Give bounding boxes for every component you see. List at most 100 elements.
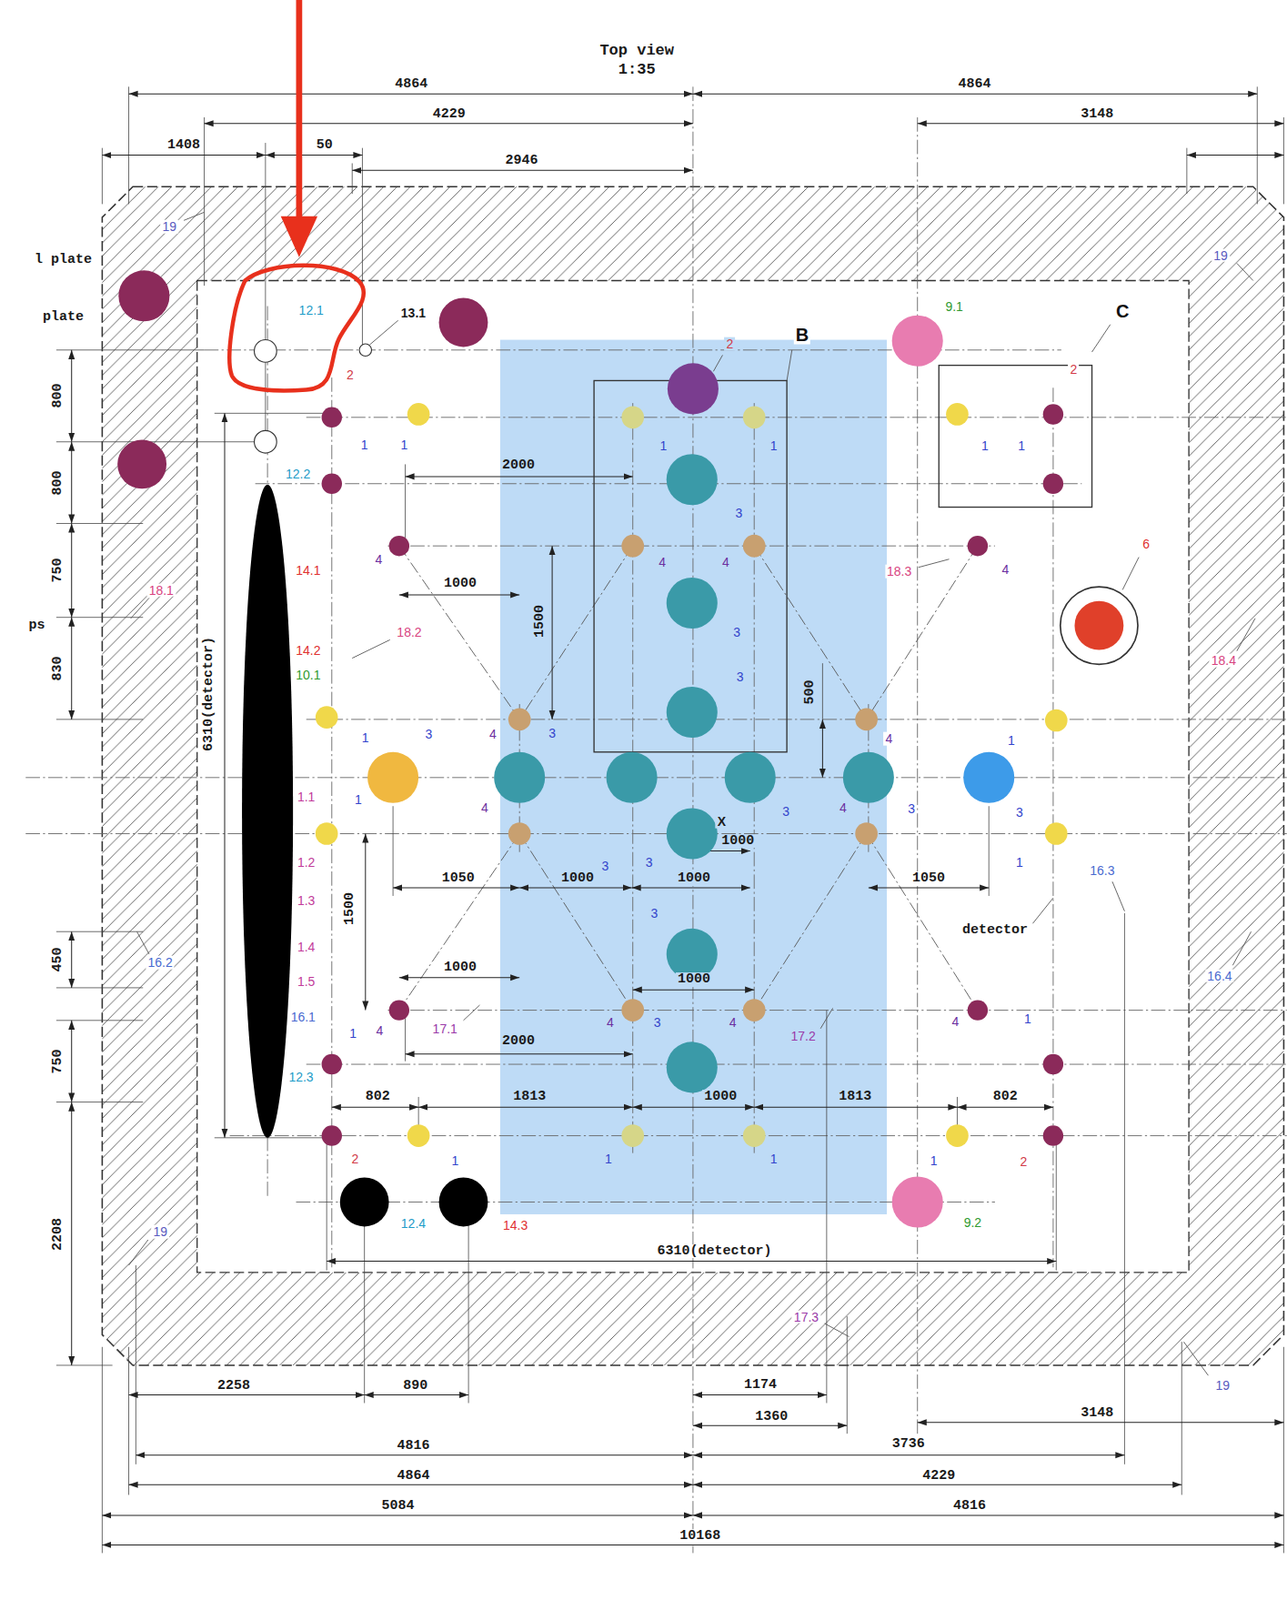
callout-number: 1.5 — [295, 975, 317, 989]
dimension-value: 2000 — [500, 1034, 537, 1049]
callout-number: 3 — [905, 801, 917, 815]
circle-group — [117, 270, 1138, 1227]
target-ring — [1060, 586, 1138, 664]
callout-number: 1 — [347, 1025, 359, 1040]
position-circle — [439, 298, 489, 348]
callout-number: 3 — [733, 506, 745, 521]
position-circle — [854, 822, 878, 845]
extension-line — [56, 1019, 143, 1021]
leader-line — [1112, 881, 1125, 912]
callout-number: 14.1 — [293, 563, 322, 578]
extension-line — [56, 349, 205, 351]
dimension-line — [351, 170, 694, 171]
callout-number: 4 — [487, 726, 499, 741]
diagonal-line — [866, 545, 978, 720]
callout-number: 4 — [999, 563, 1011, 577]
note-text: plate — [40, 310, 86, 325]
extension-line — [56, 441, 256, 443]
dimension-value: 4864 — [392, 77, 430, 92]
callout-number: 4 — [372, 553, 384, 567]
position-circle — [321, 1125, 342, 1146]
dimension-line — [956, 1106, 1053, 1108]
extension-line — [1181, 1341, 1183, 1495]
leader-line — [351, 639, 391, 658]
dimension-line — [917, 122, 1285, 124]
callout-number: 3 — [652, 1015, 664, 1030]
position-circle — [892, 315, 944, 367]
dimension-line — [364, 834, 366, 1011]
dimension-value: 4864 — [956, 77, 994, 92]
callout-number: 1 — [1014, 855, 1026, 870]
extension-line — [361, 148, 363, 352]
callout-number: 1.3 — [295, 893, 317, 907]
dimension-value: 1050 — [440, 871, 477, 886]
dimension-line — [70, 617, 72, 720]
dimension-value: 1408 — [165, 139, 202, 154]
dimension-value: 2000 — [500, 458, 537, 473]
extension-line — [56, 1364, 113, 1366]
callout-number: 16.4 — [1205, 968, 1234, 983]
position-circle — [340, 1177, 390, 1227]
leader-line — [786, 350, 793, 382]
callout-number: 17.3 — [792, 1309, 821, 1324]
leader-line — [820, 1007, 833, 1028]
callout-number: 1 — [1022, 1012, 1034, 1026]
dimension-value: 802 — [363, 1089, 393, 1105]
extension-line — [101, 1347, 103, 1554]
detail-box — [593, 380, 787, 752]
extension-line-group — [56, 86, 1285, 1553]
leader-line — [130, 597, 150, 618]
position-circle — [967, 535, 988, 556]
dimension-value: 1000 — [442, 576, 479, 592]
extension-line — [214, 1136, 332, 1138]
callout-number: 19 — [150, 1225, 170, 1239]
callout-number: 12.4 — [399, 1216, 428, 1231]
callout-number: 3 — [422, 726, 434, 741]
extension-line — [326, 1136, 328, 1271]
callout-number: 16.3 — [1087, 864, 1117, 878]
position-circle — [621, 1124, 644, 1147]
leader-line — [1092, 324, 1111, 352]
dimension-line — [70, 522, 72, 617]
extension-line — [128, 86, 130, 204]
centre-line — [916, 117, 918, 1434]
position-circle — [407, 402, 431, 426]
dimension-line — [633, 1106, 755, 1108]
callout-number: 10.1 — [293, 667, 322, 682]
dimension-line-group — [71, 93, 1285, 1545]
dimension-line — [135, 1454, 694, 1456]
note-text: detector — [960, 924, 1030, 939]
centre-line — [387, 545, 995, 547]
extension-line — [825, 1010, 827, 1404]
position-circle — [843, 752, 895, 804]
callout-number: 19 — [1211, 248, 1230, 262]
dimension-line — [70, 1020, 72, 1103]
target-disk — [1074, 601, 1124, 651]
dimension-value: 802 — [991, 1089, 1020, 1105]
detail-box — [938, 365, 1092, 508]
dimension-value: 1000 — [702, 1089, 739, 1105]
extension-line — [1055, 1136, 1057, 1271]
extension-line — [351, 162, 353, 194]
callout-number: 2 — [1068, 362, 1080, 377]
centre-line — [387, 1009, 1287, 1011]
callout-number: 17.1 — [431, 1022, 460, 1036]
centre-line — [296, 1201, 996, 1203]
position-circle — [621, 405, 644, 429]
extension-line — [56, 718, 143, 720]
dimension-value: 1500 — [342, 890, 358, 927]
note-text: l plate — [32, 252, 94, 268]
callout-number: 1 — [768, 439, 780, 453]
dimension-line — [101, 154, 265, 156]
dimension-line — [70, 350, 72, 443]
red-highlight-loop — [229, 265, 363, 392]
dimension-value: 1000 — [675, 972, 713, 987]
position-circle — [666, 453, 718, 505]
dimension-line — [70, 1102, 72, 1366]
position-circle — [854, 708, 878, 732]
callout-number: 19 — [1214, 1377, 1233, 1392]
position-circle — [666, 1041, 718, 1093]
callout-number: 9.2 — [962, 1216, 984, 1230]
leader-line — [369, 320, 398, 345]
callout-number: 12.3 — [286, 1069, 315, 1084]
